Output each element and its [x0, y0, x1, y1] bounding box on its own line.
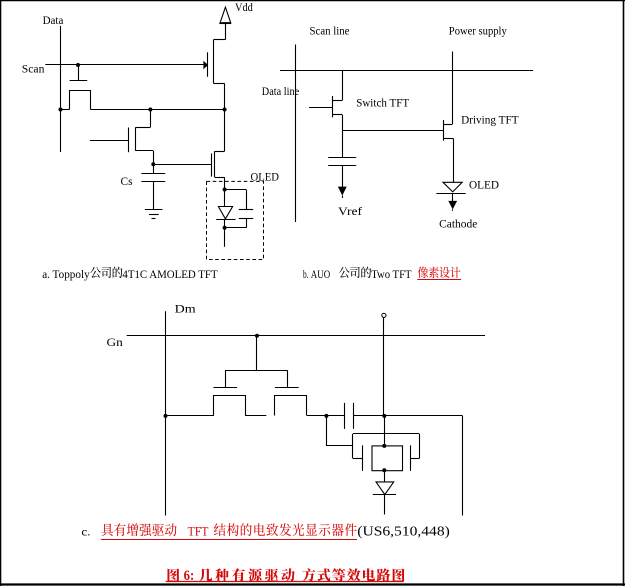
svg-text:c.: c.	[81, 525, 90, 539]
svg-text:Power supply: Power supply	[449, 25, 507, 37]
svg-text:(US6,510,448): (US6,510,448)	[357, 524, 450, 539]
svg-text:Data: Data	[43, 15, 64, 27]
svg-text:Data line: Data line	[262, 86, 299, 98]
svg-text:Cs: Cs	[121, 176, 134, 188]
svg-text:Scan line: Scan line	[310, 25, 350, 37]
svg-text:OLED: OLED	[469, 179, 499, 191]
svg-text:TFT: TFT	[188, 525, 209, 539]
svg-text:Switch TFT: Switch TFT	[356, 97, 409, 109]
svg-text:Vdd: Vdd	[235, 2, 253, 14]
svg-text:4T1C AMOLED TFT: 4T1C AMOLED TFT	[122, 267, 218, 281]
svg-text:Dm: Dm	[175, 303, 196, 315]
svg-text:OLED: OLED	[251, 172, 280, 184]
svg-text:Two TFT: Two TFT	[371, 267, 412, 281]
svg-text:b.: b.	[303, 267, 309, 281]
svg-text:Cathode: Cathode	[439, 218, 477, 230]
svg-text:Scan: Scan	[22, 64, 45, 76]
svg-text:AUO: AUO	[311, 267, 331, 281]
svg-text:Gn: Gn	[107, 337, 124, 349]
svg-text:Vref: Vref	[338, 206, 362, 218]
svg-text:Driving TFT: Driving TFT	[461, 114, 518, 126]
svg-text:a. Toppoly: a. Toppoly	[42, 267, 89, 281]
svg-text:6:: 6:	[184, 568, 195, 584]
